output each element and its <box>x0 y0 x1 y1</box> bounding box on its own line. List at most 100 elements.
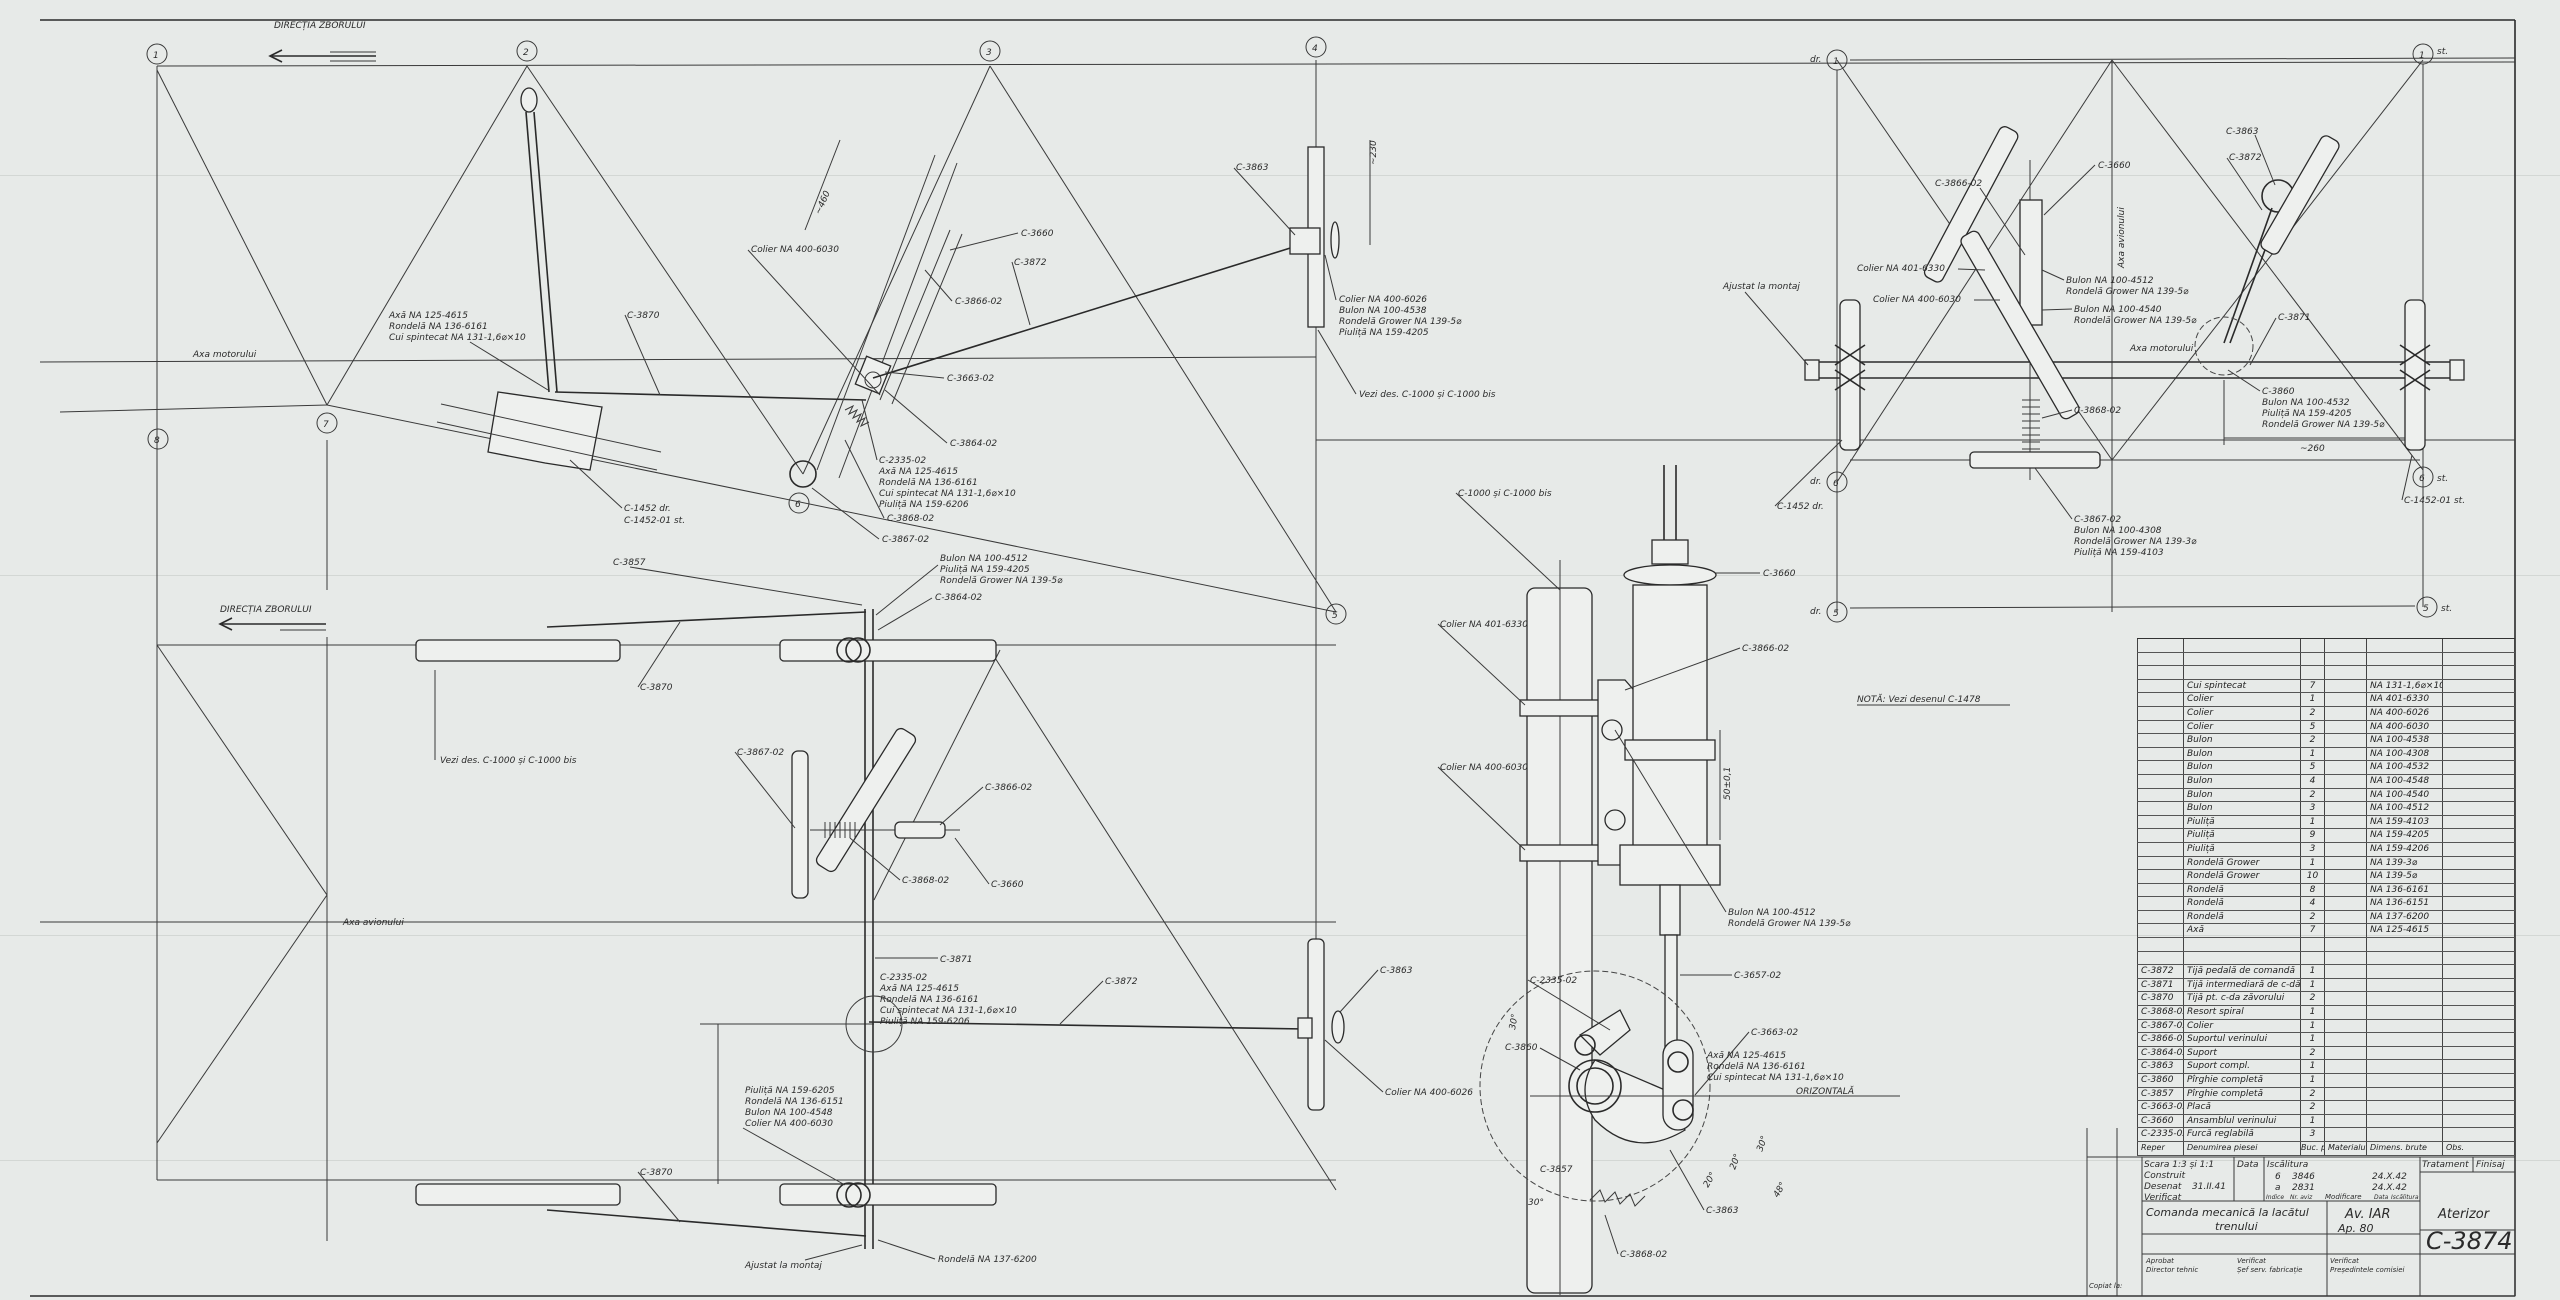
obs-cell <box>2442 842 2515 856</box>
engine-axis-label: Axa motorului <box>192 350 257 360</box>
marker-2: 2 <box>523 48 529 58</box>
name-cell: Ansamblul verinului <box>2183 1114 2300 1128</box>
name-cell: Tijă pedală de comandă <box>2183 965 2300 978</box>
label-c3857: C-3857 <box>1540 1165 1573 1175</box>
colier-2: Colier NA 400-6030 <box>1873 295 1961 305</box>
qty-cell: 1 <box>2300 978 2324 992</box>
code-cell <box>2366 1033 2442 1046</box>
bracket-label: C-1452-01 st. <box>624 516 685 526</box>
fork-note-2: Cui spintecat NA 131-1,6⌀×10 <box>880 1006 1017 1016</box>
name-cell: Rondelă <box>2183 883 2300 897</box>
mid-actuator <box>791 727 960 899</box>
label-c3663: C-3663-02 <box>947 374 994 384</box>
obs-cell <box>2442 897 2515 910</box>
marker-5-dr: 5 <box>1833 609 1839 619</box>
marker-st: st. <box>2441 604 2452 614</box>
qty-cell: 3 <box>2300 1128 2324 1141</box>
label-c3872: C-3872 <box>2229 153 2262 163</box>
material-cell <box>2324 1060 2366 1073</box>
ref-cell: C-3868-02 <box>2137 1006 2183 1019</box>
label-c3857: C-3857 <box>613 558 646 568</box>
code-cell <box>2366 1019 2442 1033</box>
ref-cell <box>2137 706 2183 720</box>
material-cell <box>2324 842 2366 856</box>
label-c3663: C-3663-02 <box>1751 1028 1798 1038</box>
ref-cell: C-3870 <box>2137 992 2183 1006</box>
marker-5-st: 5 <box>2423 604 2429 614</box>
label-c3660: C-3660 <box>1021 229 1054 239</box>
qty-cell: 5 <box>2300 720 2324 734</box>
pedal-note: Rondelă Grower NA 139-5⌀ <box>1339 317 1462 327</box>
code-cell: NA 139-5⌀ <box>2366 870 2442 883</box>
verified-label: Verificat <box>2330 1257 2359 1265</box>
material-cell <box>2324 802 2366 815</box>
qty-cell: 1 <box>2300 1006 2324 1019</box>
engine-axis-label: Axa motorului <box>2129 344 2194 354</box>
code-cell <box>2366 1101 2442 1114</box>
ref-cell <box>2137 747 2183 761</box>
label-c3657: C-3657-02 <box>1734 971 1781 981</box>
material-cell <box>2324 1006 2366 1019</box>
label-c3868: C-3868-02 <box>887 514 934 524</box>
c3867-note: Bulon NA 100-4308 <box>2074 526 2162 536</box>
material-cell <box>2324 679 2366 693</box>
code-cell: Dimens. brute <box>2366 1141 2442 1155</box>
material-cell <box>2324 938 2366 951</box>
material-cell <box>2324 870 2366 883</box>
qty-cell <box>2300 652 2324 666</box>
table-row-empty <box>2137 666 2515 680</box>
fork-note: Cui spintecat NA 131-1,6⌀×10 <box>879 489 1016 499</box>
code-cell: NA 159-4206 <box>2366 842 2442 856</box>
obs-cell <box>2442 693 2515 706</box>
material-cell <box>2324 652 2366 666</box>
bolt-note: Rondelă Grower NA 139-5⌀ <box>1728 919 1851 929</box>
qty-cell: Buc. pe Ap. <box>2300 1141 2324 1155</box>
qty-cell: 9 <box>2300 829 2324 842</box>
material-cell <box>2324 1046 2366 1060</box>
obs-cell <box>2442 965 2515 978</box>
label-c3863: C-3863 <box>1236 163 1269 173</box>
revision-notice: 3846 <box>2292 1172 2315 1182</box>
qty-cell: 8 <box>2300 883 2324 897</box>
colier-label: Colier NA 400-6030 <box>751 245 839 255</box>
drawing-title: trenului <box>2215 1220 2258 1233</box>
ref-cell: C-3863 <box>2137 1060 2183 1073</box>
ref-cell <box>2137 652 2183 666</box>
code-cell: NA 159-4103 <box>2366 815 2442 829</box>
ref-cell <box>2137 666 2183 679</box>
name-cell <box>2183 951 2300 965</box>
engine-mount-axle <box>1804 299 2465 451</box>
obs-cell <box>2442 720 2515 734</box>
rod-c3872 <box>872 244 1301 379</box>
front-actuator <box>1923 126 2101 480</box>
material-cell <box>2324 761 2366 774</box>
material-cell <box>2324 965 2366 978</box>
name-cell: Rondelă <box>2183 910 2300 924</box>
axle-note: Rondelă NA 136-6161 <box>1707 1062 1806 1072</box>
rev-header: Data <box>2374 1194 2389 1201</box>
reference-markers: 1 2 3 4 8 7 6 5 <box>146 36 1347 625</box>
ref-cell: C-3663-02 <box>2137 1101 2183 1114</box>
material-cell <box>2324 734 2366 747</box>
constructed-label: Construit <box>2144 1171 2186 1181</box>
marker-dr: dr. <box>1810 55 1821 65</box>
drawn-date: 31.II.41 <box>2192 1182 2226 1192</box>
bolt-note-2: Bulon NA 100-4540 <box>2074 305 2162 315</box>
code-cell: NA 136-6151 <box>2366 897 2442 910</box>
obs-cell <box>2442 1019 2515 1033</box>
label-c3863: C-3863 <box>1706 1206 1739 1216</box>
material-cell <box>2324 693 2366 706</box>
code-cell: NA 100-4548 <box>2366 774 2442 788</box>
revision-index: a <box>2275 1183 2281 1193</box>
name-cell: Resort spiral <box>2183 1006 2300 1019</box>
